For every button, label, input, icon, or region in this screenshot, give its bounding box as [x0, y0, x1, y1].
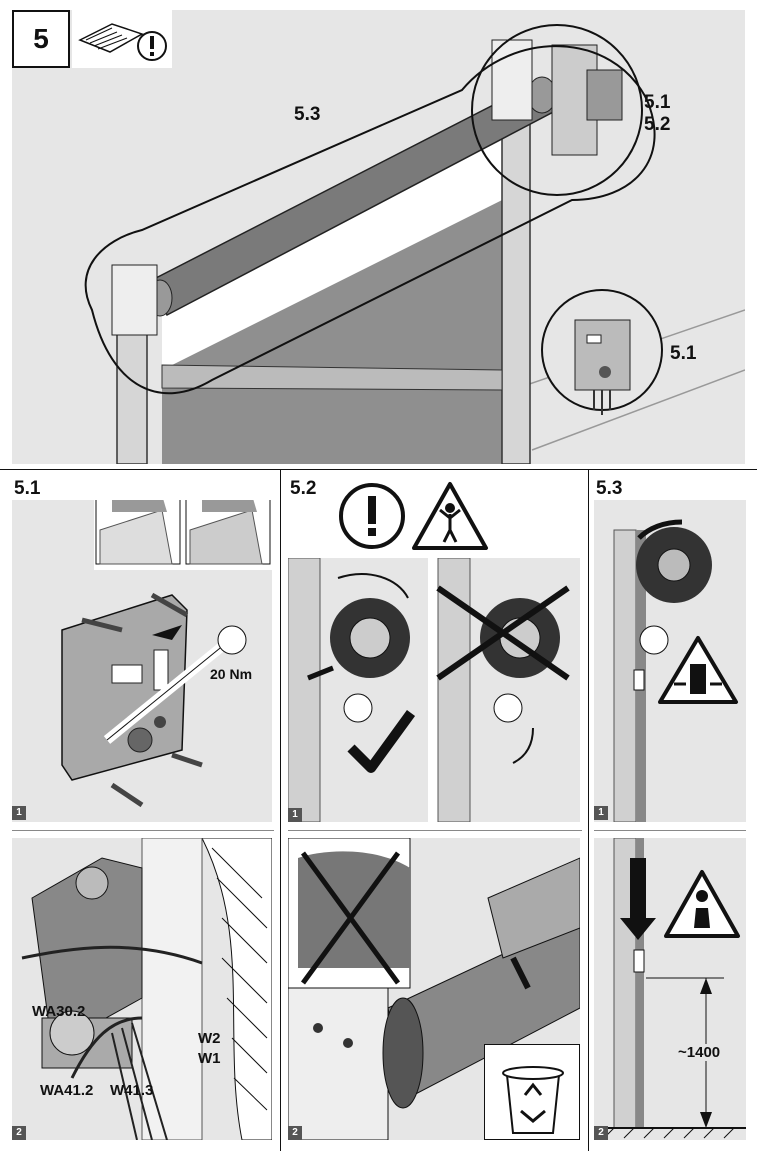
- overview-panel: 5 5.3 5.1 5.2 5.1: [12, 10, 745, 464]
- sub-step-number: 2: [12, 1126, 26, 1140]
- panel-5-3-step2: ~1400 2: [594, 838, 746, 1140]
- section-title-5-2: 5.2: [290, 478, 317, 499]
- section-title-5-1: 5.1: [14, 478, 41, 499]
- divider-vertical-1: [280, 469, 281, 1151]
- recycle-bin-icon: [484, 1044, 580, 1140]
- divider-horizontal: [0, 469, 757, 470]
- pull-hazard-icon: [410, 480, 490, 552]
- warning-info-icon: [336, 480, 408, 552]
- overview-illustration: [84, 24, 745, 464]
- label-5-3: 5.3: [294, 104, 321, 125]
- dimension-label: ~1400: [678, 1044, 721, 1061]
- label-5-1-box: 5.1: [670, 343, 697, 364]
- wire-label-w2: W2: [198, 1030, 221, 1047]
- sub-step-number: 1: [12, 806, 26, 820]
- wire-label-wa412: WA41.2: [40, 1082, 94, 1099]
- divider-5-2: [288, 830, 582, 831]
- divider-vertical-2: [588, 469, 589, 1151]
- label-5-1-top: 5.1: [644, 92, 671, 113]
- label-5-2: 5.2: [644, 114, 671, 135]
- panel-5-1-step1: 20 Nm 1: [12, 500, 272, 822]
- manual-icon: [72, 10, 172, 68]
- panel-5-2-step1: 1: [288, 558, 580, 822]
- checkmark-icon: [346, 708, 416, 778]
- crush-hazard-icon: [656, 634, 740, 706]
- panel-5-2-step2: 2: [288, 838, 580, 1140]
- divider-5-1: [12, 830, 274, 831]
- divider-5-3: [594, 830, 746, 831]
- sub-step-number: 1: [288, 808, 302, 822]
- fall-hazard-icon: [662, 868, 742, 940]
- wire-label-wa302: WA30.2: [32, 1003, 86, 1020]
- panel-5-1-step2: WA30.2 W2 W1 WA41.2 W41.3 2: [12, 838, 272, 1140]
- torque-label: 20 Nm: [210, 666, 253, 682]
- panel-5-3-step1: 1: [594, 500, 746, 822]
- wire-label-w1: W1: [198, 1050, 221, 1067]
- wire-label-w413: W41.3: [110, 1082, 154, 1099]
- sub-step-number: 1: [594, 806, 608, 820]
- step-number-box: 5: [12, 10, 70, 68]
- sub-step-number: 2: [594, 1126, 608, 1140]
- sub-step-number: 2: [288, 1126, 302, 1140]
- section-title-5-3: 5.3: [596, 478, 623, 499]
